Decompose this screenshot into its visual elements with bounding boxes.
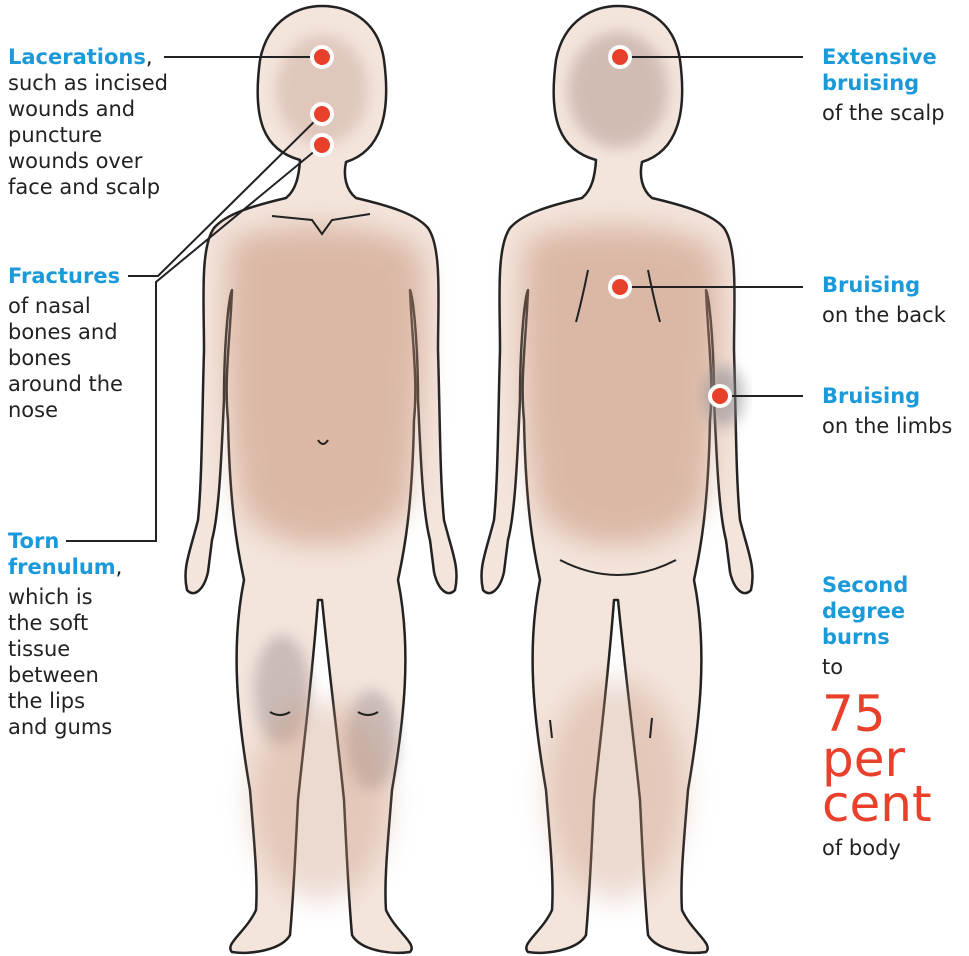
label-burns-heading: Second (822, 572, 967, 598)
label-torn-frenulum-comma: , (116, 555, 123, 579)
back-skin-mottling (522, 226, 720, 545)
label-torn-frenulum-line: the soft (8, 610, 148, 636)
label-torn-frenulum-line: between (8, 662, 148, 688)
label-torn-frenulum-heading: frenulum (8, 555, 116, 579)
label-lacerations-line: face and scalp (8, 174, 228, 200)
label-burns-heading: degree (822, 598, 967, 624)
label-back-bruising-heading: Bruising (822, 272, 967, 298)
label-lacerations: Lacerations, such as incised wounds and … (8, 44, 228, 200)
label-lacerations-line: wounds over (8, 148, 228, 174)
label-back-bruising-line: on the back (822, 302, 967, 328)
marker-scalp-front (312, 47, 332, 67)
label-torn-frenulum-line: and gums (8, 714, 148, 740)
label-lacerations-heading: Lacerations (8, 45, 146, 69)
label-burns-post: of body (822, 835, 967, 861)
back-leg-mottling (546, 680, 686, 900)
label-burns: Second degree burns to 75 per cent of bo… (822, 572, 967, 861)
label-fractures-line: of nasal (8, 293, 168, 319)
label-fractures: Fractures of nasal bones and bones aroun… (8, 263, 168, 423)
label-lacerations-line: wounds and (8, 96, 228, 122)
label-limb-bruising: Bruising on the limbs (822, 383, 967, 439)
label-torn-frenulum-heading: Torn (8, 528, 148, 554)
burns-figure: 75 per cent (822, 692, 967, 827)
marker-scalp-back (610, 47, 630, 67)
label-lacerations-comma: , (146, 45, 153, 69)
label-torn-frenulum: Torn frenulum, which is the soft tissue … (8, 528, 148, 740)
marker-mouth (312, 135, 332, 155)
label-scalp-bruising-heading: Extensive (822, 44, 967, 70)
marker-arm (710, 386, 730, 406)
front-shin-mottling (250, 700, 390, 900)
label-fractures-line: around the (8, 371, 168, 397)
label-back-bruising: Bruising on the back (822, 272, 967, 328)
label-fractures-line: nose (8, 397, 168, 423)
marker-back (610, 277, 630, 297)
label-limb-bruising-heading: Bruising (822, 383, 967, 409)
back-body-figure (481, 6, 752, 953)
label-lacerations-line: such as incised (8, 70, 228, 96)
label-fractures-heading: Fractures (8, 264, 120, 288)
label-limb-bruising-line: on the limbs (822, 413, 967, 439)
label-scalp-bruising: Extensive bruising of the scalp (822, 44, 967, 126)
label-scalp-bruising-line: of the scalp (822, 100, 967, 126)
label-burns-pre: to (822, 654, 967, 680)
label-torn-frenulum-line: which is (8, 584, 148, 610)
front-skin-mottling (226, 226, 424, 545)
label-fractures-line: bones and (8, 319, 168, 345)
label-fractures-line: bones (8, 345, 168, 371)
label-scalp-bruising-heading: bruising (822, 70, 967, 96)
label-lacerations-line: puncture (8, 122, 228, 148)
label-torn-frenulum-line: tissue (8, 636, 148, 662)
label-torn-frenulum-line: the lips (8, 688, 148, 714)
label-burns-heading: burns (822, 624, 967, 650)
marker-nose (312, 104, 332, 124)
burns-figure-line: cent (822, 782, 967, 827)
